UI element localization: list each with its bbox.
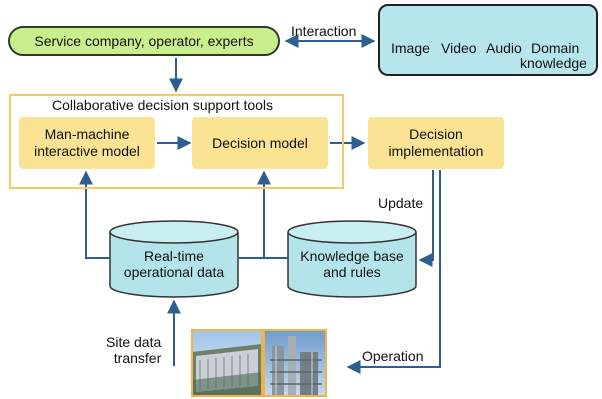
service-company-node: Service company, operator, experts	[8, 26, 280, 56]
kb-line1: Knowledge base	[300, 248, 404, 264]
operation-label: Operation	[362, 348, 424, 364]
site-photo-dam	[191, 329, 263, 397]
media-domain-label: Domain	[531, 40, 580, 56]
arrow-operation	[346, 170, 441, 374]
site-line2: transfer	[113, 350, 162, 366]
interaction-label: Interaction	[291, 23, 357, 39]
arrows	[79, 34, 441, 374]
service-company-label: Service company, operator, experts	[34, 33, 254, 49]
media-video-label: Video	[441, 40, 477, 56]
media-image-label: Image	[391, 40, 430, 56]
decision-impl-line2: implementation	[388, 143, 484, 159]
update-label: Update	[378, 195, 424, 211]
knowledge-base-label: Knowledge base and rules	[288, 248, 416, 280]
man-machine-line2: interactive model	[34, 143, 140, 159]
realtime-data-cylinder	[109, 220, 239, 298]
decision-model-label: Decision model	[212, 134, 308, 151]
site-data-transfer-label: Site data transfer	[106, 334, 161, 366]
realtime-line1: Real-time	[144, 248, 204, 264]
collaborative-tools-title: Collaborative decision support tools	[52, 97, 274, 113]
man-machine-model-box: Man-machine interactive model	[19, 117, 155, 169]
media-panel	[378, 4, 598, 76]
man-machine-line1: Man-machine	[44, 126, 130, 142]
realtime-data-label: Real-time operational data	[110, 248, 238, 280]
arrow-update	[418, 170, 434, 267]
decision-implementation-box: Decision implementation	[368, 117, 504, 169]
arrow-data-to-manmachine	[79, 170, 110, 259]
decision-model-box: Decision model	[192, 117, 328, 169]
decision-impl-line1: Decision	[409, 126, 463, 142]
media-audio-label: Audio	[486, 40, 522, 56]
site-line1: Site data	[106, 334, 162, 350]
collaborative-tools-group	[9, 94, 344, 189]
kb-line2: and rules	[323, 264, 381, 280]
site-photo-plant	[263, 329, 327, 397]
realtime-line2: operational data	[123, 264, 225, 280]
media-knowledge-label: knowledge	[520, 55, 587, 71]
knowledge-base-cylinder	[287, 220, 417, 298]
